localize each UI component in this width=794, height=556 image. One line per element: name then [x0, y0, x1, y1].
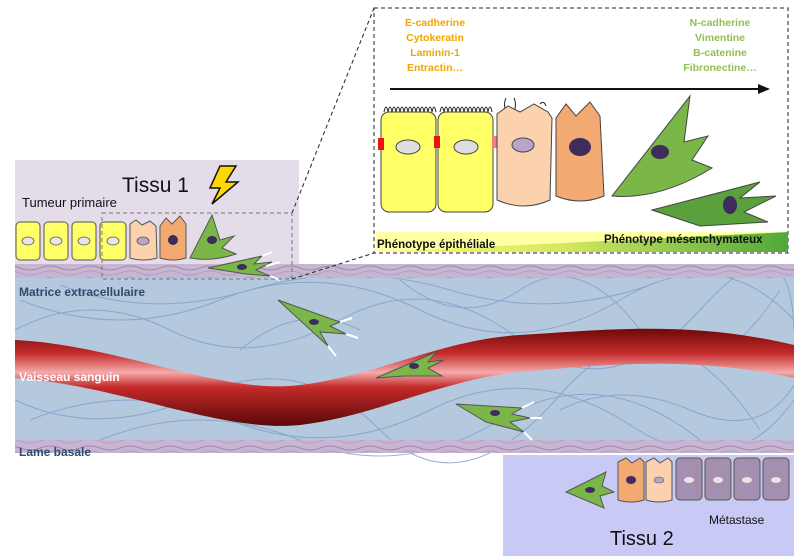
epithelial-markers: E-cadherine Cytokeratin Laminin-1 Entrac… — [380, 16, 490, 76]
junction-marker — [378, 138, 384, 150]
tissue2-title: Tissu 2 — [610, 528, 674, 551]
epithelial-marker: Cytokeratin — [380, 31, 490, 46]
epithelial-marker: Entractin… — [380, 61, 490, 76]
mesenchymal-marker: B-catenine — [660, 46, 780, 61]
epithelial-phenotype-label: Phénotype épithéliale — [377, 239, 495, 251]
junction-marker — [492, 136, 497, 148]
mesenchymal-marker: Vimentine — [660, 31, 780, 46]
basal-lamina-label: Lame basale — [19, 445, 91, 459]
primary-tumor-label: Tumeur primaire — [22, 195, 117, 210]
mesenchymal-marker: Fibronectine… — [660, 61, 780, 76]
vessel-label: Vaisseau sanguin — [19, 370, 120, 384]
junction-marker — [434, 136, 440, 148]
epithelial-marker: E-cadherine — [380, 16, 490, 31]
mesenchymal-marker: N-cadherine — [660, 16, 780, 31]
epithelial-marker: Laminin-1 — [380, 46, 490, 61]
mesenchymal-markers: N-cadherine Vimentine B-catenine Fibrone… — [660, 16, 780, 76]
zoom-connector-top — [292, 8, 374, 213]
mesenchymal-phenotype-label: Phénotype mésenchymateux — [604, 234, 763, 246]
metastasis-label: Métastase — [709, 513, 764, 527]
ecm-label: Matrice extracellulaire — [19, 285, 145, 299]
tissue1-title: Tissu 1 — [122, 174, 189, 198]
